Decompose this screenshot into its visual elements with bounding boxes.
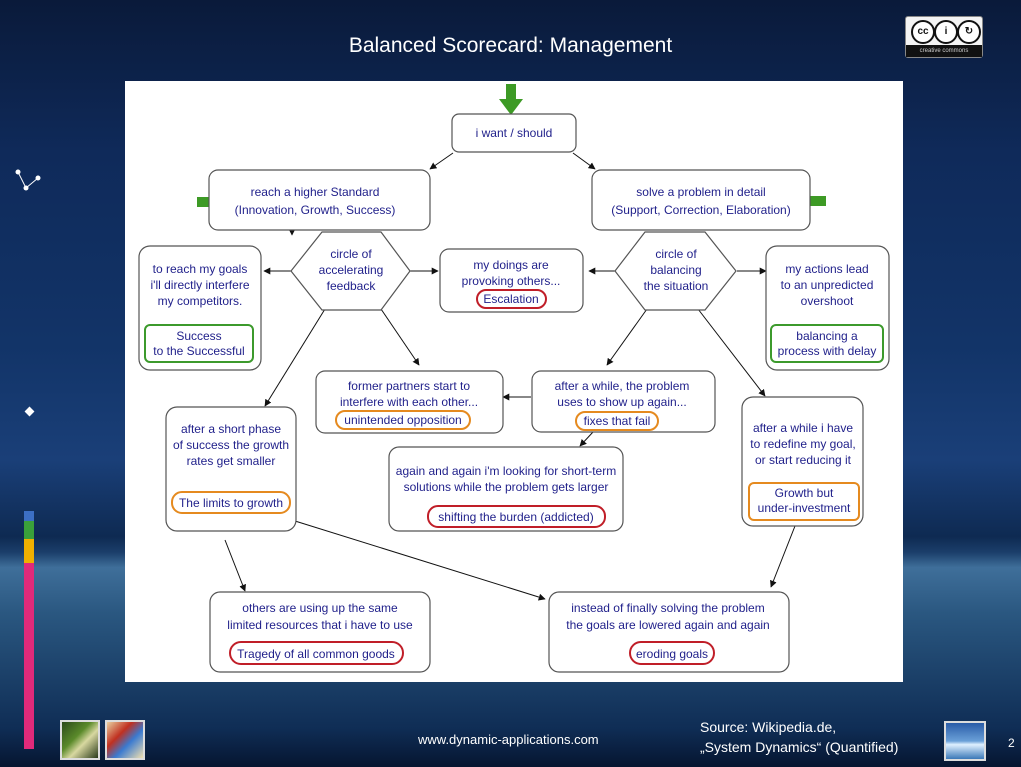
after-while-line2: uses to show up again... (557, 395, 686, 409)
balance-line3: the situation (644, 279, 709, 293)
short-phase-line1: after a short phase (181, 422, 281, 436)
overshoot-tag1: balancing a (796, 329, 858, 343)
unintended-opposition-tag: unintended opposition (344, 413, 461, 427)
higher-standard-line2: (Innovation, Growth, Success) (235, 203, 396, 217)
short-phase-line2: of success the growth (173, 438, 289, 452)
higher-standard-line1: reach a higher Standard (251, 185, 380, 199)
tragedy-box: others are using up the same limited res… (209, 591, 431, 673)
redefine-line3: or start reducing it (755, 453, 852, 467)
tragedy-line2: limited resources that i have to use (227, 618, 413, 632)
overshoot-line2: to an unpredicted (781, 278, 874, 292)
after-while-line1: after a while, the problem (555, 379, 690, 393)
limits-to-growth-box: after a short phase of success the growt… (165, 406, 297, 532)
diagram-panel: .bx { fill:#fff; stroke:#555; stroke-wid… (125, 81, 903, 682)
page-number: 2 (1008, 736, 1015, 750)
cc-icon: cc (911, 20, 935, 44)
source-line1: Source: Wikipedia.de, (700, 719, 837, 735)
balance-line2: balancing (650, 263, 701, 277)
competitors-line1: to reach my goals (153, 262, 248, 276)
fixes-that-fail-box: after a while, the problem uses to show … (531, 370, 716, 433)
eroding-goals-tag: eroding goals (636, 647, 708, 661)
limits-to-growth-tag: The limits to growth (179, 496, 283, 510)
source-line2: „System Dynamics“ (Quantified) (700, 739, 899, 755)
competitors-line2: i'll directly interfere (151, 278, 250, 292)
eroding-line1: instead of finally solving the problem (571, 601, 764, 615)
former-partners-line2: interfere with each other... (340, 395, 478, 409)
pink-bar (24, 563, 34, 749)
fixes-that-fail-tag: fixes that fail (584, 414, 651, 428)
solve-problem-box: solve a problem in detail (Support, Corr… (591, 169, 811, 231)
accel-line2: accelerating (319, 263, 384, 277)
source-citation: Source: Wikipedia.de, „System Dynamics“ … (700, 717, 898, 757)
system-dynamics-diagram: .bx { fill:#fff; stroke:#555; stroke-wid… (138, 84, 890, 673)
competitors-box: to reach my goals i'll directly interfer… (138, 245, 262, 371)
overshoot-box: my actions lead to an unpredicted oversh… (765, 245, 890, 371)
solve-problem-line1: solve a problem in detail (636, 185, 765, 199)
growth-underinvestment-box: after a while i have to redefine my goal… (741, 396, 864, 527)
former-partners-line1: former partners start to (348, 379, 470, 393)
short-term-line2: solutions while the problem gets larger (404, 480, 609, 494)
footer-url[interactable]: www.dynamic-applications.com (418, 732, 599, 747)
thumbnail-map-icon[interactable] (105, 720, 145, 760)
slide-title: Balanced Scorecard: Management (348, 34, 673, 57)
tragedy-tag: Tragedy of all common goods (237, 647, 395, 661)
short-term-line1: again and again i'm looking for short-te… (396, 464, 616, 478)
competitors-line3: my competitors. (158, 294, 243, 308)
blue-bar (24, 511, 34, 521)
constellation-icon (15, 169, 41, 191)
short-phase-line3: rates get smaller (187, 454, 276, 468)
escalation-tag: Escalation (483, 292, 538, 306)
tragedy-line1: others are using up the same (242, 601, 398, 615)
eroding-goals-box: instead of finally solving the problem t… (548, 591, 790, 673)
progress-bars (24, 511, 34, 749)
bullet-diamond-icon (24, 406, 35, 417)
redefine-line2: to redefine my goal, (750, 437, 855, 451)
higher-standard-box: reach a higher Standard (Innovation, Gro… (208, 169, 431, 231)
solve-problem-line2: (Support, Correction, Elaboration) (611, 203, 790, 217)
green-arrow-top (499, 84, 523, 115)
balancing-hexagon: circle of balancing the situation (614, 231, 737, 311)
green-bar (24, 521, 34, 539)
thumbnail-sea-icon[interactable] (944, 721, 986, 761)
competitors-tag1: Success (176, 329, 221, 343)
provoking-box: my doings are provoking others... Escala… (439, 248, 584, 313)
share-alike-icon: ↻ (957, 20, 981, 44)
balance-line1: circle of (655, 247, 697, 261)
overshoot-tag2: process with delay (778, 344, 877, 358)
shifting-burden-box: again and again i'm looking for short-te… (388, 446, 624, 532)
overshoot-line1: my actions lead (785, 262, 868, 276)
accel-line1: circle of (330, 247, 372, 261)
eroding-line2: the goals are lowered again and again (566, 618, 769, 632)
accel-line3: feedback (327, 279, 377, 293)
redefine-line1: after a while i have (753, 421, 853, 435)
provoking-line2: provoking others... (462, 274, 561, 288)
competitors-tag2: to the Successful (153, 344, 244, 358)
redefine-tag2: under-investment (758, 501, 851, 515)
shifting-burden-tag: shifting the burden (addicted) (438, 510, 593, 524)
yellow-bar (24, 539, 34, 563)
provoking-line1: my doings are (473, 258, 549, 272)
former-partners-box: former partners start to interfere with … (315, 370, 504, 434)
cc-label: creative commons (906, 45, 982, 57)
accelerating-feedback-hexagon: circle of accelerating feedback (290, 231, 411, 311)
overshoot-line3: overshoot (801, 294, 854, 308)
redefine-tag1: Growth but (775, 486, 834, 500)
by-icon: i (934, 20, 958, 44)
start-text: i want / should (476, 126, 553, 140)
thumbnail-nature-icon[interactable] (60, 720, 100, 760)
creative-commons-badge: cc i ↻ creative commons (905, 16, 983, 58)
start-box: i want / should (451, 113, 577, 153)
arrows (224, 152, 796, 601)
